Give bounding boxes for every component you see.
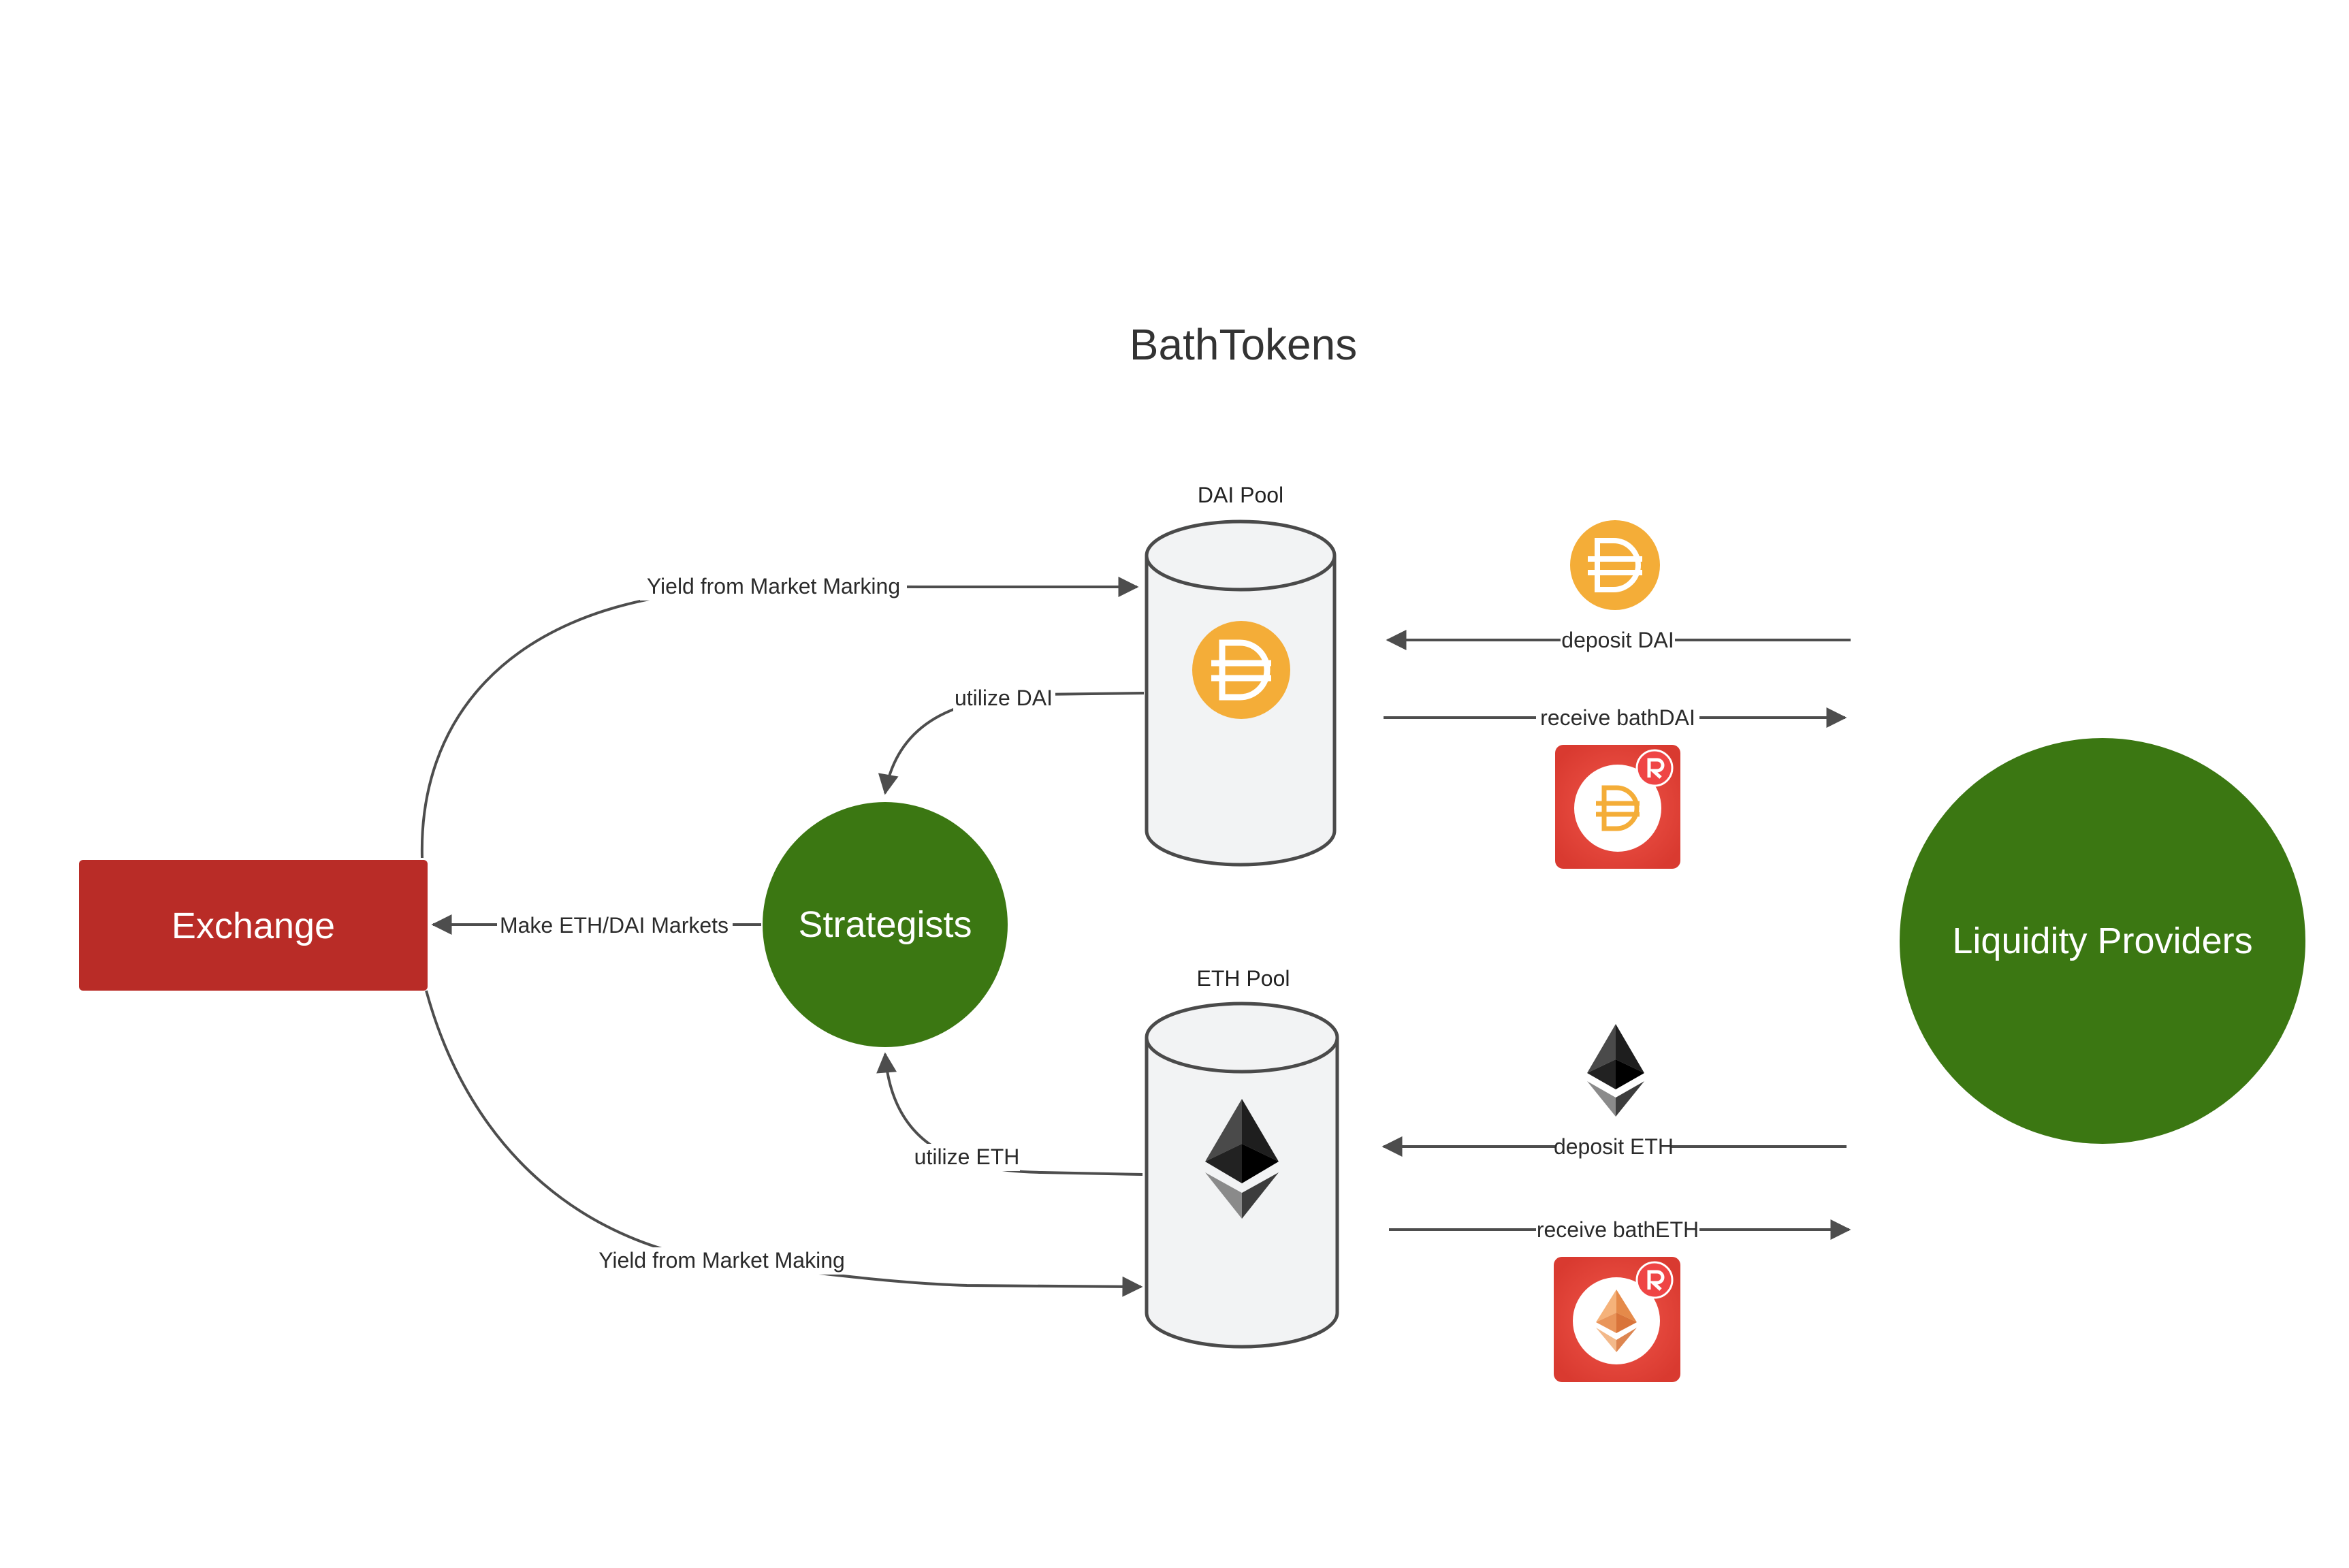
exchange-node: Exchange [79,860,428,991]
exchange-label: Exchange [172,906,335,946]
rubicon-r-badge-icon [1635,1261,1674,1299]
label-yield-dai: Yield from Market Marking [647,574,900,598]
dai-coin-icon-deposit [1570,520,1660,610]
liquidity-providers-node: Liquidity Providers [1900,738,2305,1144]
label-utilize-dai: utilize DAI [955,686,1053,710]
diagram-title: BathTokens [1130,320,1357,369]
label-yield-eth: Yield from Market Making [598,1248,845,1273]
ethereum-icon-deposit [1587,1024,1644,1117]
edge-yield-dai [420,577,1139,859]
dai-pool-label: DAI Pool [1198,483,1283,507]
label-receive-batheth: receive bathETH [1537,1217,1699,1242]
label-deposit-dai: deposit DAI [1561,628,1674,652]
liquidity-providers-label: Liquidity Providers [1952,921,2252,961]
dai-coin-icon [1192,621,1290,719]
label-receive-bathdai: receive bathDAI [1540,705,1695,730]
ethereum-icon [1205,1099,1279,1219]
label-utilize-eth: utilize ETH [914,1145,1020,1169]
bathdai-token-icon [1555,745,1680,869]
eth-pool-cylinder [1145,1002,1339,1349]
strategists-node: Strategists [763,802,1008,1047]
strategists-label: Strategists [798,904,972,945]
eth-pool-label: ETH Pool [1197,966,1290,991]
rubicon-r-badge-icon [1635,749,1674,787]
label-deposit-eth: deposit ETH [1554,1134,1674,1159]
batheth-token-icon [1554,1257,1680,1382]
edge-yield-eth [425,990,1143,1297]
label-make-markets: Make ETH/DAI Markets [500,913,729,938]
